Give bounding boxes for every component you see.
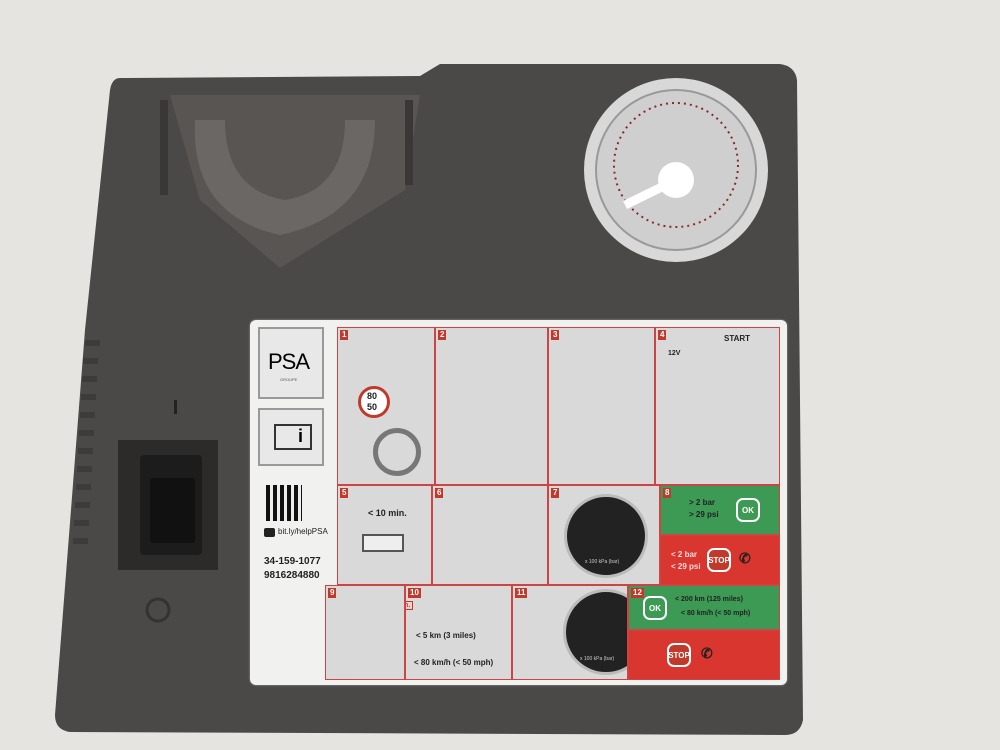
stop-badge: STOP (707, 548, 731, 572)
step9-time: < 1 min. (406, 601, 414, 610)
switch-icon (362, 534, 404, 552)
instruction-label: PSA GROUPE i bit.ly/helpPSA 34-159-1077 … (250, 320, 787, 685)
step5-time: < 10 min. (368, 508, 407, 518)
power-on-mark (174, 400, 177, 414)
video-play-icon (264, 528, 275, 537)
step-5: 5 < 10 min. (337, 485, 432, 585)
ok-badge: OK (736, 498, 760, 522)
psa-logo-box: PSA GROUPE (258, 327, 324, 399)
step-2: 2 (435, 327, 548, 485)
help-link: bit.ly/helpPSA (278, 527, 328, 536)
manual-info-icon: i (258, 408, 324, 466)
step-1: 1 80 50 (337, 327, 435, 485)
step-3: 3 (548, 327, 655, 485)
step-11: 11 x 100 kPa (bar) (512, 585, 628, 680)
part-number-2: 9816284880 (264, 570, 320, 581)
start-label: START (724, 334, 751, 343)
qr-code (266, 485, 302, 521)
steering-wheel-icon (373, 428, 421, 476)
pressure-dial-icon: x 100 kPa (bar) (563, 589, 627, 675)
psa-logo: PSA (268, 349, 310, 374)
pressure-dial-icon: x 100 kPa (bar) (564, 494, 648, 578)
phone-tow-icon: ✆ (739, 550, 751, 566)
psa-sublogo: GROUPE (280, 377, 298, 382)
step10-speed: < 80 km/h (< 50 mph) (414, 658, 494, 667)
12v-socket-icon: 12V (668, 350, 681, 357)
step-12-ok: 12 OK < 200 km (125 miles) < 80 km/h (< … (628, 585, 780, 630)
step-8-ok: 8 > 2 bar > 29 psi OK (660, 485, 780, 535)
step-7: 7 x 100 kPa (bar) (548, 485, 660, 585)
stop-badge: STOP (667, 643, 691, 667)
part-number-1: 34-159-1077 (264, 556, 321, 567)
step-12-stop: STOP ✆ (628, 630, 780, 680)
speed-limit-sign: 80 50 (358, 386, 390, 418)
step-9: 9 (325, 585, 405, 680)
ok-badge: OK (643, 596, 667, 620)
step-4: 4 12V START (655, 327, 780, 485)
pressure-gauge (584, 78, 768, 262)
power-off-mark (145, 597, 171, 623)
step-8-stop: < 2 bar < 29 psi STOP ✆ (660, 535, 780, 585)
step10-distance: < 5 km (3 miles) (416, 631, 476, 640)
step-10: 10 < 1 min. < 5 km (3 miles) < 80 km/h (… (405, 585, 512, 680)
phone-tow-icon: ✆ (701, 645, 713, 661)
power-switch[interactable] (118, 440, 218, 570)
step-6: 6 (432, 485, 548, 585)
